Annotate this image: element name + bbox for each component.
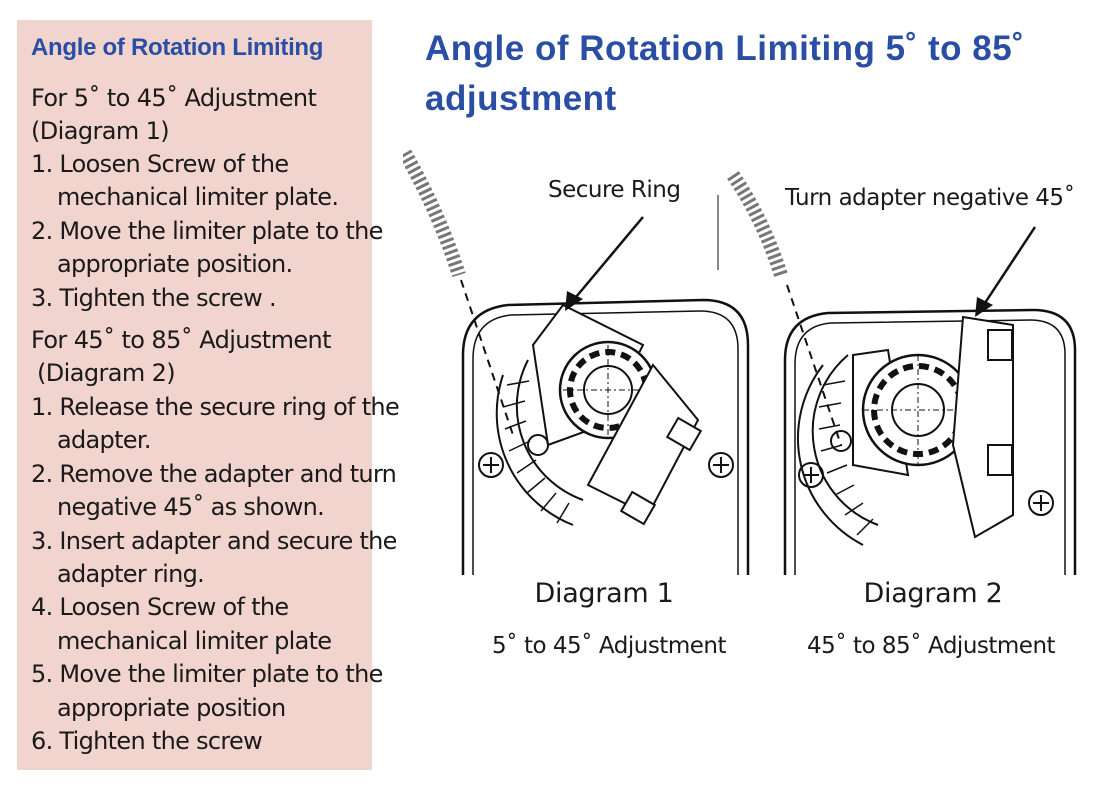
diagram-1-subcaption: 5˚ to 45˚ Adjustment: [492, 633, 726, 659]
section-heading-line: (Diagram 2): [37, 359, 176, 387]
steps-list-45-85: 1. Release the secure ring of the adapte…: [31, 391, 402, 758]
section-heading-line: For 45˚ to 85˚ Adjustment: [31, 326, 332, 354]
section-45-85-heading: For 45˚ to 85˚ Adjustment (Diagram 2): [31, 324, 332, 390]
step-item: 1. Loosen Screw of the mechanical limite…: [31, 150, 339, 212]
step-item: 3. Insert adapter and secure the adapter…: [31, 526, 397, 589]
step-item: 3. Tighten the screw .: [31, 283, 277, 312]
section-heading-line: For 5˚ to 45˚ Adjustment: [31, 84, 317, 112]
instructions-panel: Angle of Rotation Limiting For 5˚ to 45˚…: [17, 20, 372, 770]
actuator-drawing-2: [717, 171, 1077, 575]
panel-title: Angle of Rotation Limiting: [31, 34, 324, 61]
actuator-drawing-1: [403, 149, 750, 575]
diagram-2: Turn adapter negative 45˚: [713, 145, 1088, 575]
diagram-1: Secure Ring: [403, 145, 755, 575]
diagram-1-caption: Diagram 1: [534, 578, 674, 609]
diagram-2-caption: Diagram 2: [863, 578, 1003, 609]
diagram-2-subcaption: 45˚ to 85˚ Adjustment: [806, 633, 1056, 659]
step-item: 6. Tighten the screw: [31, 727, 263, 756]
steps-list-5-45: 1. Loosen Screw of the mechanical limite…: [31, 148, 402, 315]
step-item: 2. Remove the adapter and turn negative …: [31, 459, 397, 522]
turn-adapter-callout: Turn adapter negative 45˚: [785, 185, 1075, 211]
step-item: 5. Move the limiter plate to the appropr…: [31, 660, 383, 722]
main-title: Angle of Rotation Limiting 5˚ to 85˚ adj…: [425, 29, 1025, 118]
step-item: 1. Release the secure ring of the adapte…: [31, 393, 400, 455]
secure-ring-callout: Secure Ring: [548, 177, 681, 203]
section-heading-line: (Diagram 1): [31, 117, 170, 145]
section-5-45-heading: For 5˚ to 45˚ Adjustment (Diagram 1): [31, 82, 317, 148]
step-item: 2. Move the limiter plate to the appropr…: [31, 216, 383, 279]
step-item: 4. Loosen Screw of the mechanical limite…: [31, 593, 332, 655]
